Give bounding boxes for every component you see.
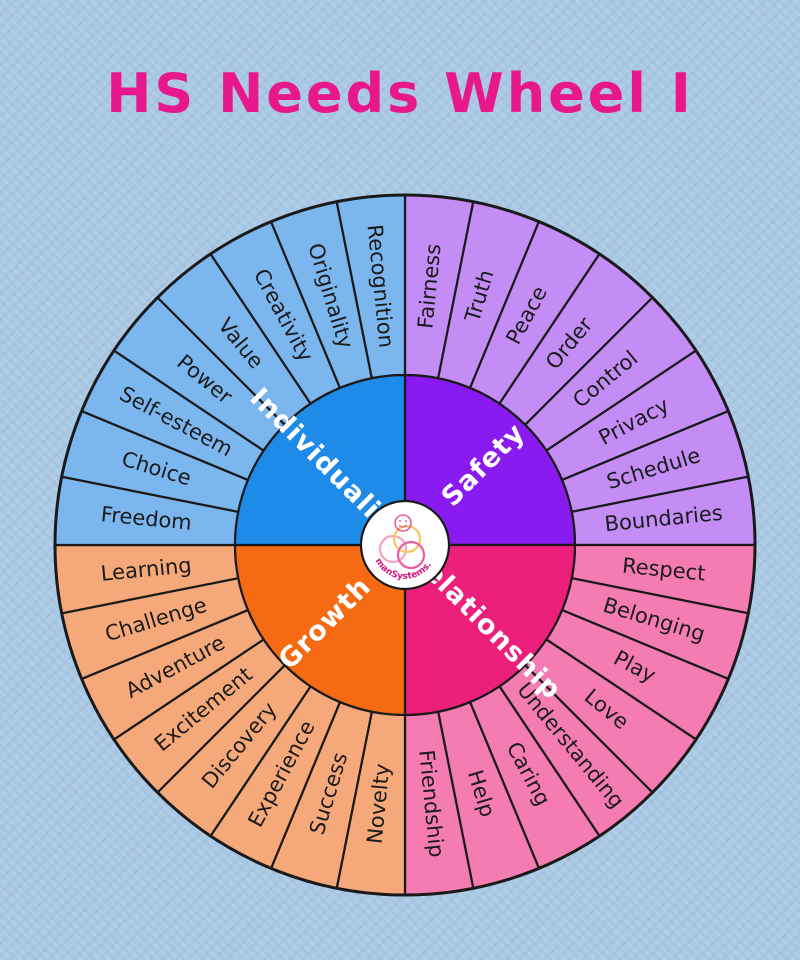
smiley-eye-icon — [399, 520, 401, 522]
smiley-eye-icon — [405, 520, 407, 522]
smiley-icon — [394, 514, 412, 532]
smiley-mouth-icon — [398, 524, 408, 528]
logo-ring-icon — [392, 524, 422, 554]
page-title: HS Needs Wheel I — [106, 62, 694, 125]
core-quadrant-safety — [403, 373, 577, 547]
logo-ring-icon — [396, 540, 426, 570]
core-quadrant-growth — [233, 543, 407, 717]
outer-boundary — [53, 193, 757, 897]
core-quadrant-relationship — [403, 543, 577, 717]
logo-ring-icon — [378, 534, 408, 564]
core-quadrant-individuality — [233, 373, 407, 547]
